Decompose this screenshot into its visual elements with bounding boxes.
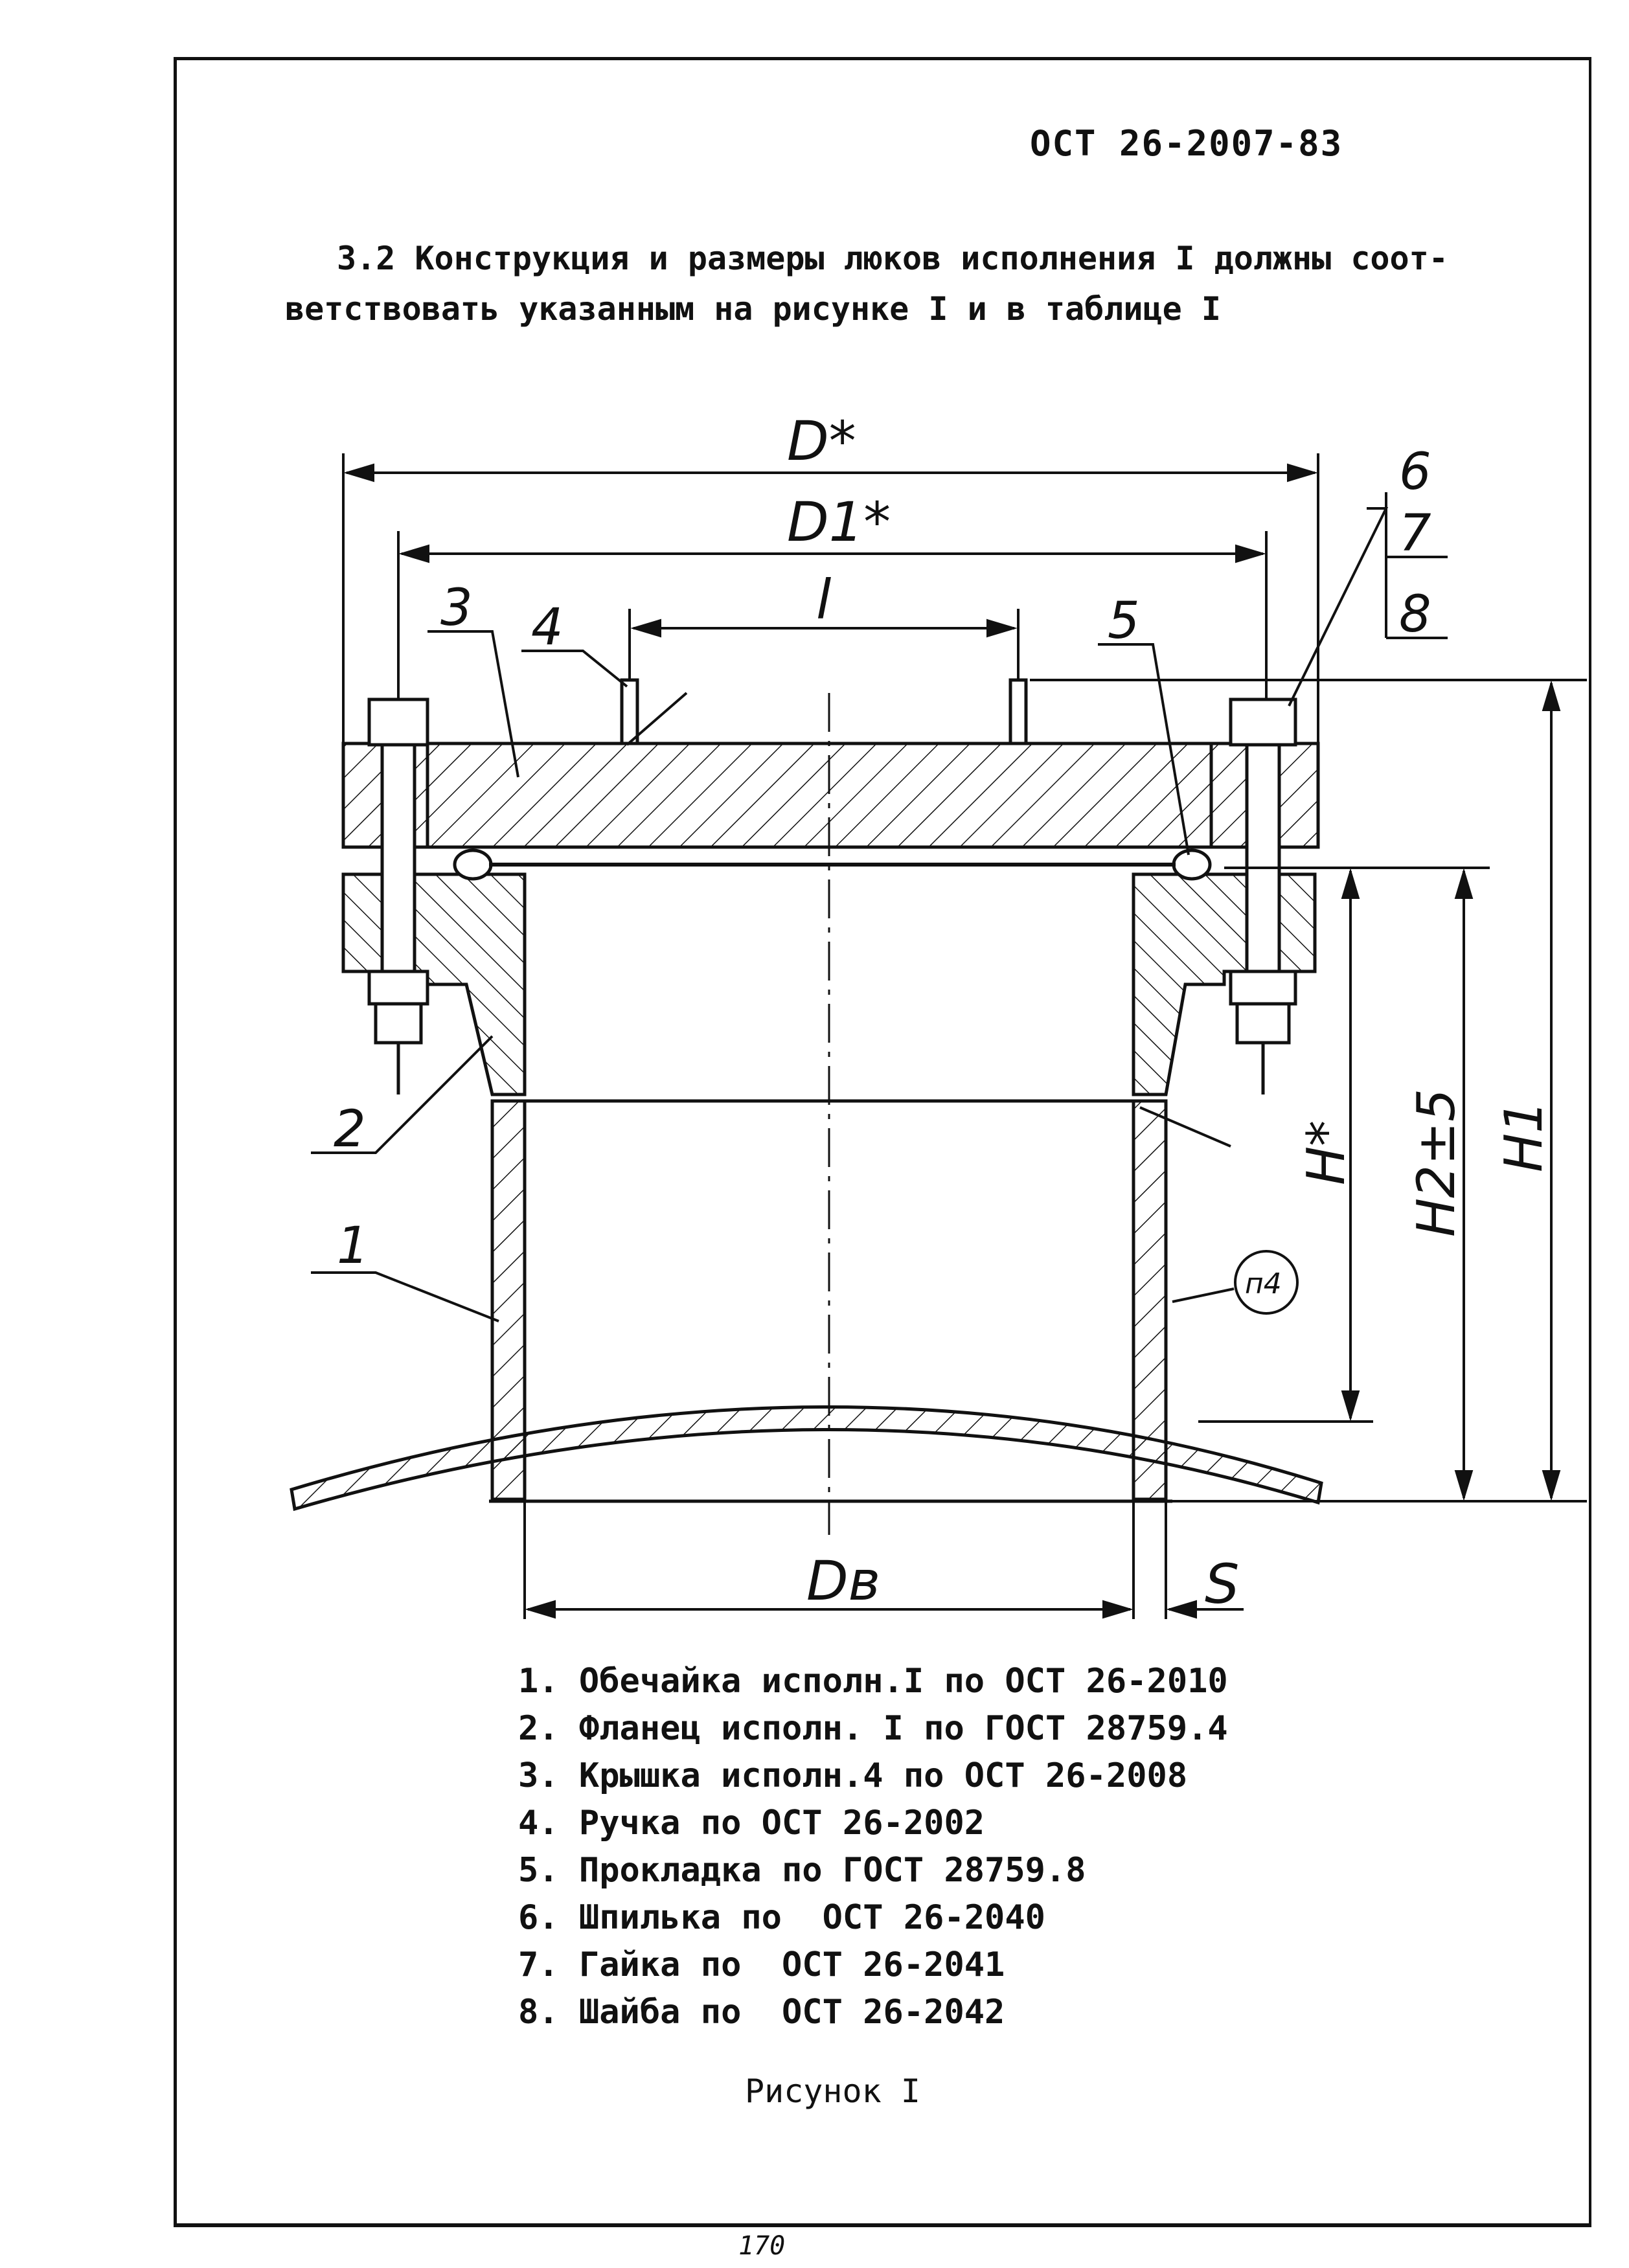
parts-list-item: 1. Обечайка исполн.I по ОСТ 26-2010: [518, 1662, 1228, 1701]
parts-list-item: 2. Фланец исполн. I по ГОСТ 28759.4: [518, 1709, 1228, 1748]
page-number: 170: [738, 2231, 786, 2261]
parts-list: 1. Обечайка исполн.I по ОСТ 26-2010 2. Ф…: [518, 1658, 1228, 2036]
dim-label-S: S: [1205, 1552, 1239, 1616]
right-shell-wall: [1132, 1099, 1168, 1501]
pos-label-1: 1: [337, 1217, 369, 1275]
pos-label-6: 6: [1399, 443, 1431, 501]
pos-label-2: 2: [334, 1100, 366, 1159]
intro-line-2: ветствовать указанным на рисунке I и в т…: [285, 290, 1221, 328]
pos-label-3: 3: [440, 579, 473, 637]
right-bolt: [1229, 697, 1297, 1094]
dim-label-H2: H2±5: [1406, 1089, 1466, 1237]
pos-label-4: 4: [531, 598, 564, 657]
parts-list-item: 5. Прокладка по ГОСТ 28759.8: [518, 1851, 1086, 1890]
right-gasket: [1172, 848, 1212, 881]
intro-paragraph: 3.2 Конструкция и размеры люков исполнен…: [285, 233, 1516, 334]
pos-label-7: 7: [1399, 505, 1431, 563]
parts-list-item: 4. Ручка по ОСТ 26-2002: [518, 1804, 985, 1843]
parts-list-item: 7. Гайка по ОСТ 26-2041: [518, 1945, 1005, 1984]
parts-list-item: 6. Шпилька по ОСТ 26-2040: [518, 1898, 1045, 1937]
figure-caption: Рисунок I: [745, 2072, 920, 2110]
right-handle: [1008, 678, 1028, 745]
pos-label-5: 5: [1108, 592, 1140, 650]
page-frame: [174, 57, 1591, 2227]
left-bolt: [367, 697, 429, 1094]
cover-plate: [426, 742, 1213, 849]
left-shell-wall: [490, 1099, 527, 1501]
dim-label-H1: H1: [1494, 1100, 1554, 1172]
dim-label-H: H*: [1296, 1120, 1356, 1185]
dim-label-D1: D1*: [787, 490, 891, 554]
parts-list-item: 3. Крышка исполн.4 по ОСТ 26-2008: [518, 1756, 1188, 1795]
dim-label-D: D*: [787, 409, 856, 473]
left-gasket: [453, 848, 493, 881]
pos-label-8: 8: [1399, 585, 1431, 644]
parts-list-item: 8. Шайба по ОСТ 26-2042: [518, 1993, 1005, 2032]
dim-label-Dv: Dв: [806, 1549, 880, 1613]
left-handle: [620, 678, 639, 745]
callout-n4: п4: [1245, 1267, 1282, 1300]
dim-label-l: l: [816, 568, 831, 631]
intro-line-1: 3.2 Конструкция и размеры люков исполнен…: [337, 240, 1448, 277]
document-code: ОСТ 26-2007-83: [1030, 123, 1343, 164]
